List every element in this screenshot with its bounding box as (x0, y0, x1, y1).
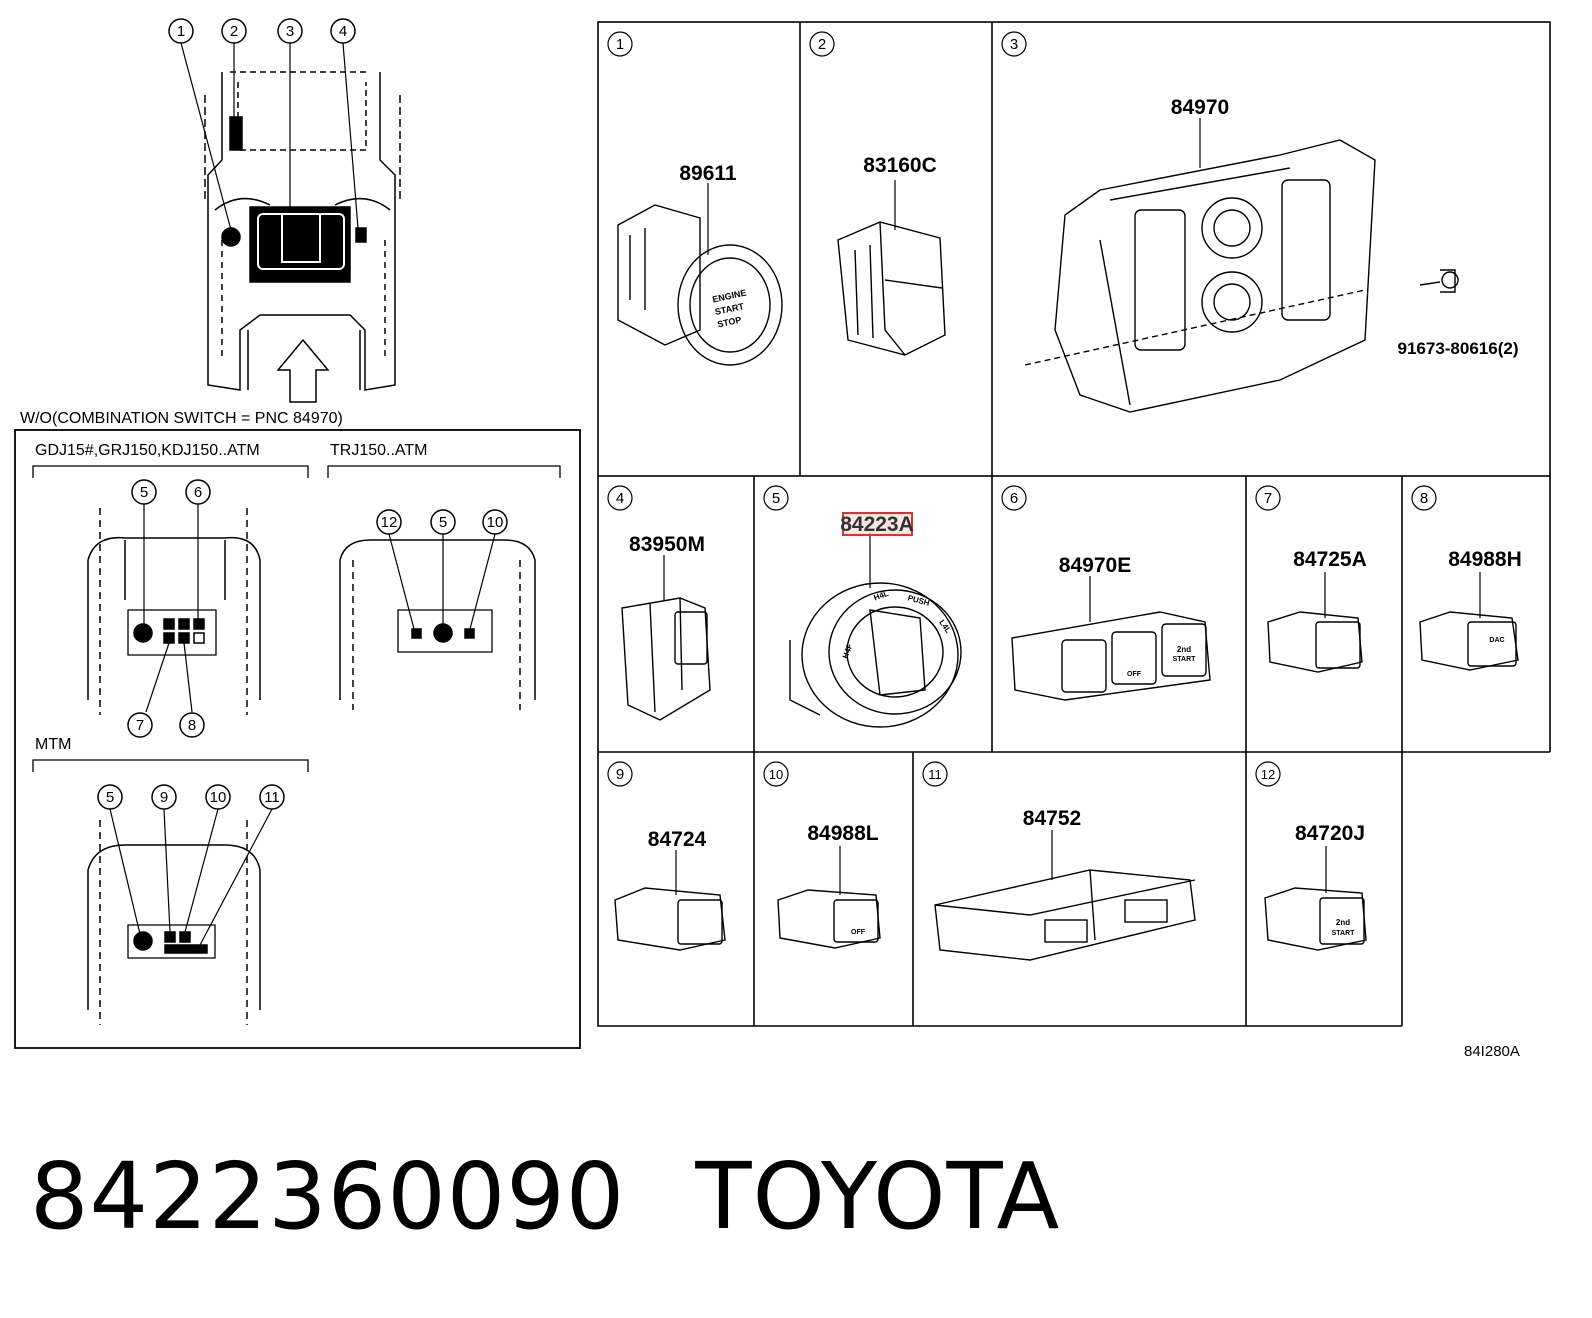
panel-number: 3 (1010, 36, 1018, 53)
panel-number: 11 (928, 767, 942, 782)
overview-callout: 4 (339, 23, 347, 40)
variant-c-console (87, 808, 273, 1025)
part-number: 84970 (1171, 96, 1229, 119)
variant-callout: 12 (381, 514, 398, 531)
dial-mark: H4L (872, 589, 889, 603)
switch-84724 (614, 850, 726, 951)
part-number: 89611 (679, 162, 737, 185)
switch-83950m (621, 555, 711, 721)
overview-callout: 2 (230, 23, 238, 40)
group-label: GDJ15#,GRJ150,KDJ150..ATM (35, 442, 260, 459)
group-label: TRJ150..ATM (330, 442, 428, 459)
part-number: 84988L (807, 822, 878, 845)
part-number: 84724 (648, 828, 707, 851)
variant-callout: 10 (487, 514, 504, 531)
button-caption: 2nd (1177, 645, 1191, 654)
product-footer: 8422360090 TOYOTA (30, 1142, 1061, 1252)
panel-number: 5 (772, 490, 780, 507)
variant-a-callouts (127, 479, 211, 738)
dial-mark: L4L (937, 618, 953, 635)
variants-box (14, 429, 581, 1049)
part-number-title: 8422360090 (30, 1143, 626, 1250)
module-84752 (934, 830, 1196, 961)
button-caption: START (1173, 656, 1197, 663)
variant-a-console (87, 504, 261, 715)
switch-84988l (777, 846, 881, 949)
button-caption: DAC (1489, 637, 1504, 644)
panel-number: 2 (818, 36, 826, 53)
dial-mark: H4F (841, 642, 855, 659)
variant-callout: 11 (264, 789, 280, 806)
panel-number: 9 (616, 766, 624, 783)
part-number: 84720J (1295, 822, 1365, 845)
variant-callout: 5 (140, 484, 148, 501)
switch-84725a (1267, 572, 1363, 673)
button-caption: 2nd (1336, 918, 1350, 927)
highlight-box (842, 512, 913, 536)
overview-callout: 1 (177, 23, 185, 40)
group-label: MTM (35, 736, 71, 753)
parts-grid (597, 21, 1551, 1027)
switch-83160c (837, 180, 946, 356)
brand-name: TOYOTA (695, 1143, 1061, 1250)
variant-callout: 9 (160, 789, 168, 806)
variant-callout: 5 (106, 789, 114, 806)
button-caption: OFF (851, 929, 866, 936)
switch-84970e (1011, 576, 1211, 701)
variant-c-callouts (97, 784, 285, 810)
part-number: 84752 (1023, 807, 1081, 830)
button-caption: STOP (716, 315, 742, 330)
overview-callout: 3 (286, 23, 294, 40)
panel-number-circles (607, 31, 1437, 787)
panel-number: 6 (1010, 490, 1018, 507)
button-caption: OFF (1127, 671, 1142, 678)
part-number: 83950M (629, 533, 705, 556)
bolt-part-number: 91673-80616(2) (1398, 339, 1519, 358)
panel-number: 10 (769, 767, 783, 782)
transfer-dial-switch (789, 533, 962, 728)
diagram-code: 84I280A (1464, 1043, 1520, 1060)
console-overview (180, 42, 401, 403)
panel-number: 12 (1261, 767, 1275, 782)
engine-start-switch (617, 183, 783, 366)
overview-callouts (168, 18, 356, 44)
part-number-highlighted: 84223A (840, 513, 914, 536)
variant-b-callouts (376, 509, 508, 535)
panel-number: 8 (1420, 490, 1428, 507)
wo-note: W/O(COMBINATION SWITCH = PNC 84970) (20, 410, 343, 427)
panel-number: 7 (1264, 490, 1272, 507)
variant-callout: 6 (194, 484, 202, 501)
dial-mark: PUSH (907, 593, 931, 608)
switch-84988h (1419, 572, 1519, 671)
part-number: 83160C (863, 154, 937, 177)
variant-callout: 7 (136, 717, 144, 734)
variant-callout: 8 (188, 717, 196, 734)
panel-number: 1 (616, 36, 624, 53)
variant-callout: 10 (210, 789, 227, 806)
switch-84720j (1264, 846, 1367, 951)
part-number: 84988H (1448, 548, 1522, 571)
button-caption: START (1332, 930, 1356, 937)
combination-switch-panel (1024, 118, 1459, 413)
part-number: 84725A (1293, 548, 1367, 571)
variant-callout: 5 (439, 514, 447, 531)
part-number: 84970E (1059, 554, 1131, 577)
panel-number: 4 (616, 490, 624, 507)
variant-b-console (339, 533, 536, 710)
